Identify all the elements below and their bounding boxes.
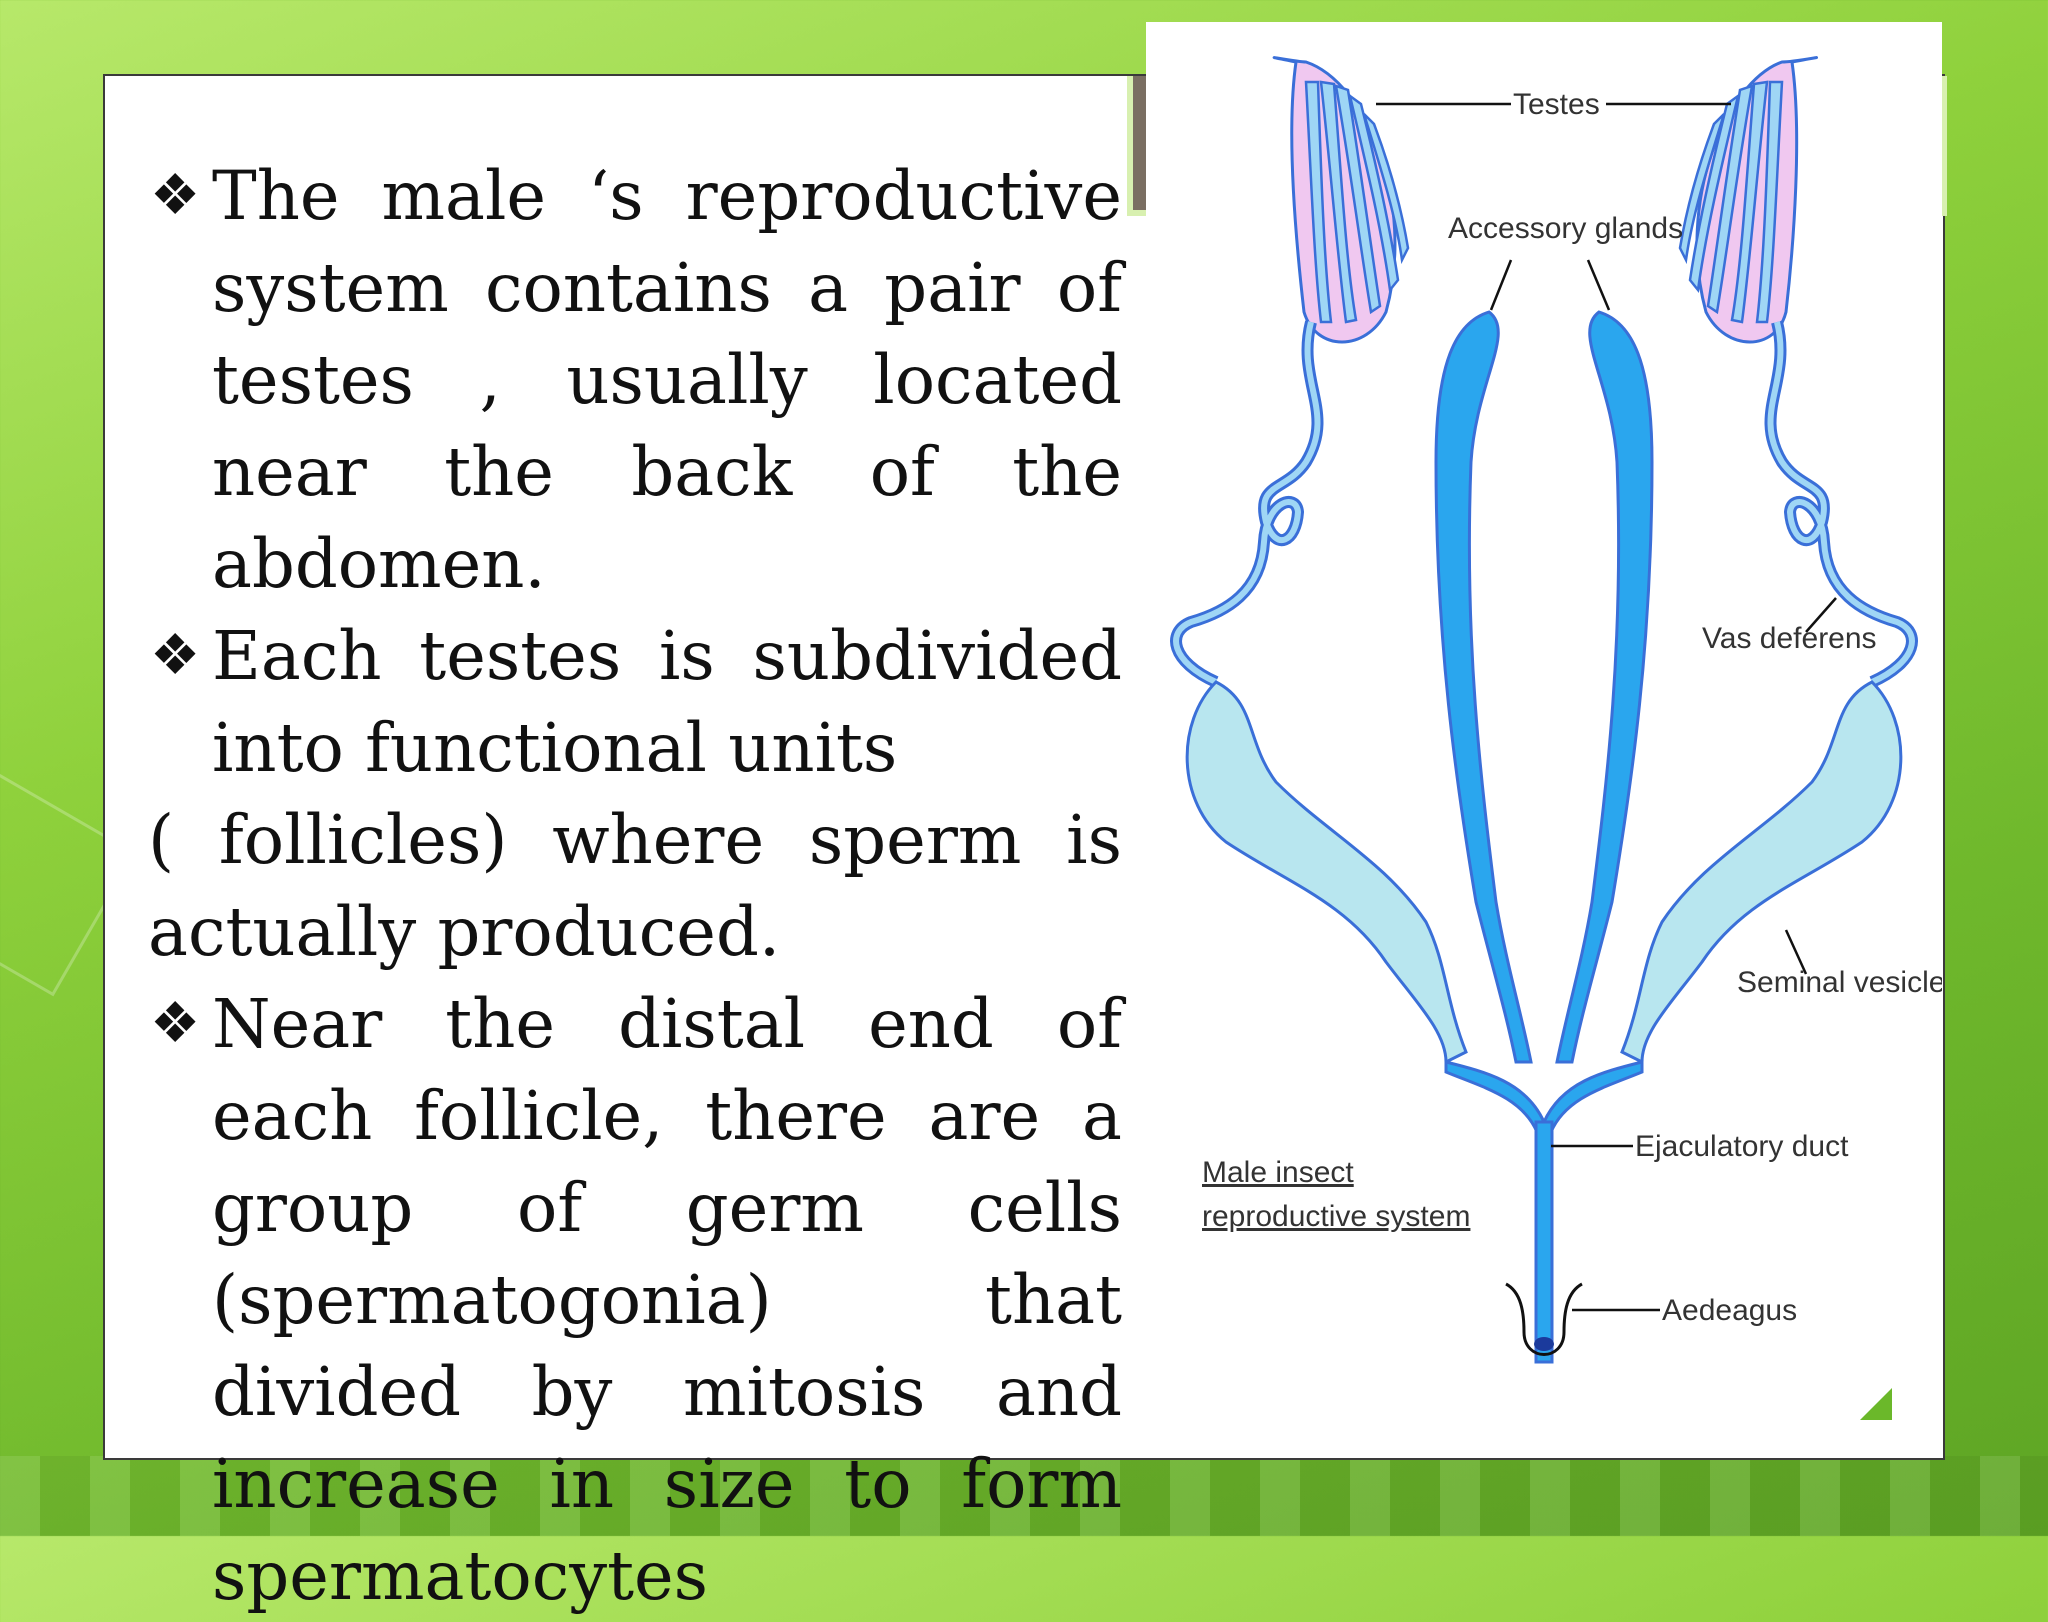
diamond-bullet-icon: ❖: [150, 163, 201, 228]
aedeagus-sheath: [1505, 1282, 1583, 1356]
background-stripes: [0, 1456, 2048, 1536]
reproductive-system-diagram: Testes Accessory glands Vas deferens Sem…: [1146, 22, 1945, 1402]
ejaculatory-duct: [1534, 1120, 1554, 1364]
bullet-text: Each testes is subdivided into functiona…: [212, 617, 1122, 787]
bullet-item: ❖ Each testes is subdivided into functio…: [148, 610, 1122, 794]
label-vas-deferens: Vas deferens: [1702, 622, 1877, 655]
label-aedeagus: Aedeagus: [1662, 1294, 1797, 1327]
left-seminal-vesicle: [1185, 680, 1468, 1065]
bullet-item: ❖ The male ‘s reproductive system contai…: [148, 150, 1122, 610]
duct-opening: [1534, 1337, 1554, 1351]
bullet-text: ( follicles) where sperm is actually pro…: [148, 801, 1122, 971]
corner-decoration: [1860, 1388, 1892, 1420]
duct-junction: [1444, 1060, 1644, 1134]
diagram-caption-line1: Male insect: [1202, 1156, 1354, 1189]
diamond-bullet-icon: ❖: [150, 623, 201, 688]
diamond-bullet-icon: ❖: [150, 991, 201, 1056]
bullet-text: Near the distal end of each follicle, th…: [212, 985, 1122, 1615]
bullet-text: The male ‘s reproductive system contains…: [212, 157, 1122, 603]
bullet-text-block: ❖ The male ‘s reproductive system contai…: [148, 150, 1122, 1622]
left-accessory-gland: [1434, 310, 1533, 1064]
label-ejaculatory-duct: Ejaculatory duct: [1635, 1130, 1849, 1163]
right-accessory-gland: [1555, 310, 1654, 1064]
right-seminal-vesicle: [1620, 680, 1903, 1065]
left-testis: [1272, 56, 1410, 344]
label-accessory-glands: Accessory glands: [1448, 212, 1683, 245]
diagram-caption-line2: reproductive system: [1202, 1200, 1470, 1233]
bullet-item: ❖ Near the distal end of each follicle, …: [148, 978, 1122, 1622]
label-testes: Testes: [1513, 88, 1600, 121]
label-seminal-vesicle: Seminal vesicle: [1737, 966, 1942, 999]
right-testis: [1678, 56, 1818, 344]
continuation-text: ( follicles) where sperm is actually pro…: [148, 794, 1122, 978]
